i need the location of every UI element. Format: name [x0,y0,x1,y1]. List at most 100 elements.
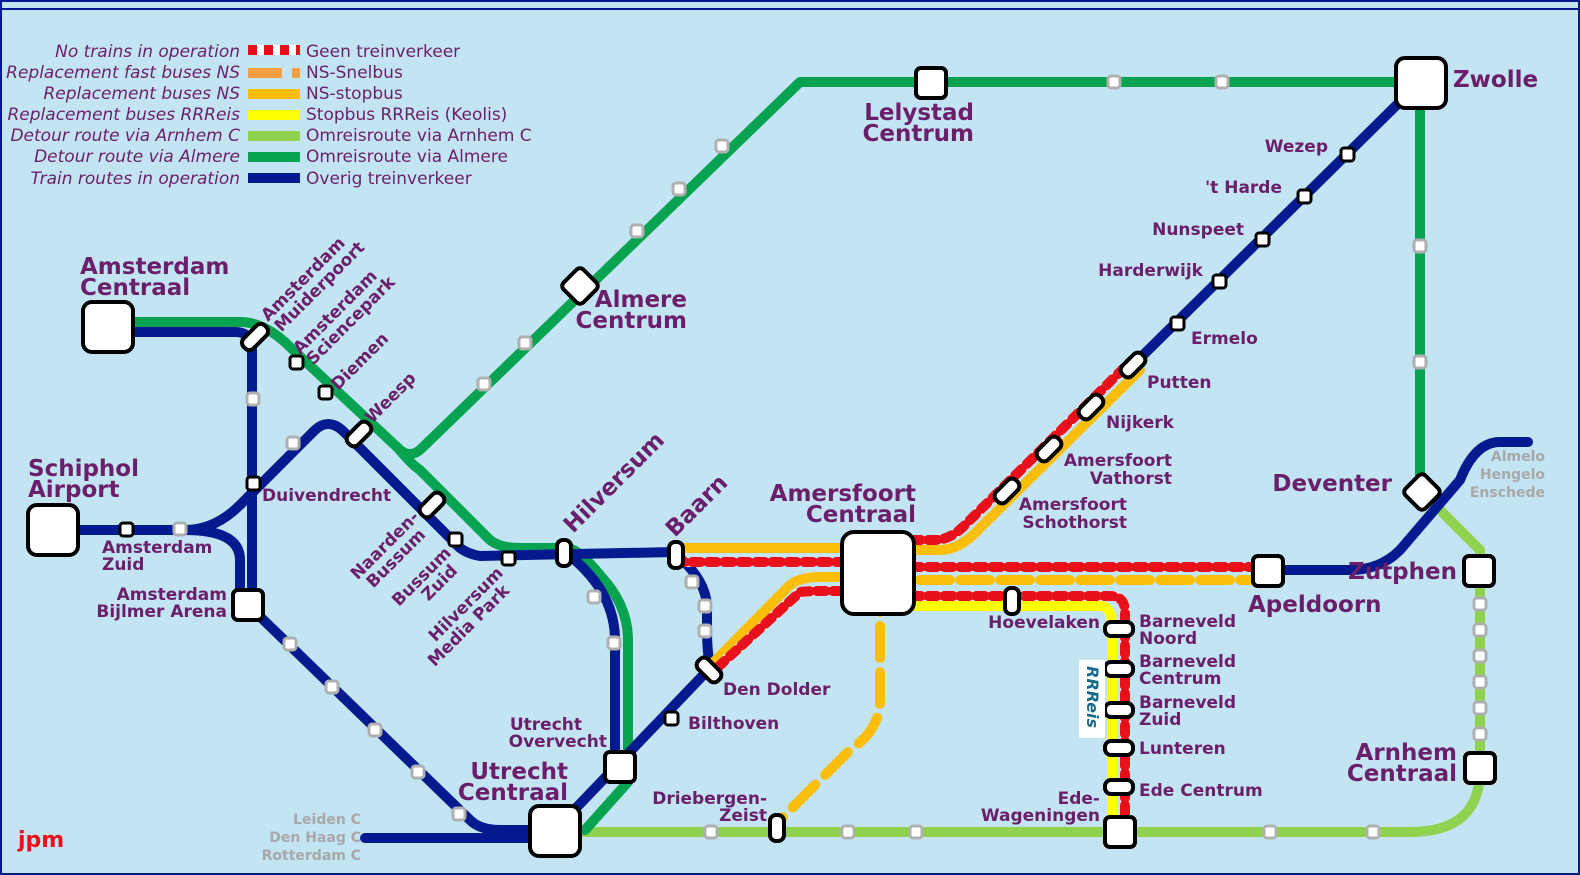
label-baarn: Baarn [661,470,733,542]
dest-enschede: Enschede [1470,485,1545,501]
legend: No trains in operation Replacement fast … [6,42,532,189]
dest-leiden: Leiden C [293,812,361,828]
label-baarn-group: Baarn [661,470,733,542]
station-bilthoven[interactable] [663,710,680,727]
station-arnhem-c[interactable] [1463,751,1497,785]
station-driebergen[interactable] [768,813,786,843]
label-duivendrecht: Duivendrecht [262,486,391,506]
label-zutphen: Zutphen [1348,559,1457,585]
label-schiphol-2: Airport [28,477,120,503]
station-ermelo[interactable] [1169,315,1186,332]
label-utrecht-c-1: Utrecht [470,759,568,785]
label-amf-vathorst-1: Amersfoort [1064,451,1172,471]
station-barneveld-noord[interactable] [1103,620,1135,638]
station-hoevelaken[interactable] [1003,586,1021,616]
station-hilversum-media-park[interactable] [500,550,517,567]
label-barneveld-noord-1: Barneveld [1139,612,1236,632]
station-t-harde[interactable] [1296,188,1313,205]
legend-en-6: Train routes in operation [31,169,240,189]
rrreis-logo-text: RRReis [1083,666,1102,728]
station-lelystad[interactable] [914,66,948,100]
station-amf-schothorst[interactable] [992,476,1022,506]
label-apeldoorn: Apeldoorn [1248,592,1382,618]
station-schiphol[interactable] [26,503,80,557]
label-barneveld-zuid-1: Barneveld [1139,693,1236,713]
label-utrecht-overvecht-1: Utrecht [510,715,582,735]
label-arnhem-c-1: Arnhem [1356,740,1457,766]
station-naarden-bussum[interactable] [417,490,447,520]
station-amf-vathorst[interactable] [1034,434,1064,464]
label-nunspeet: Nunspeet [1152,220,1244,240]
label-ede-wageningen-2: Wageningen [981,806,1100,826]
station-nijkerk[interactable] [1076,392,1106,422]
station-apeldoorn[interactable] [1251,554,1285,588]
station-putten[interactable] [1118,350,1148,380]
label-schiphol-1: Schiphol [28,456,139,482]
legend-en-2: Replacement buses NS [43,84,240,104]
station-harderwijk[interactable] [1211,273,1228,290]
station-barneveld-zuid[interactable] [1103,701,1135,719]
label-nijkerk: Nijkerk [1106,413,1175,433]
station-sciencepark[interactable] [288,354,305,371]
label-arnhem-c-2: Centraal [1347,761,1457,787]
label-driebergen-1: Driebergen- [652,789,767,809]
legend-nl-2: NS-stopbus [306,84,403,104]
station-wezep[interactable] [1339,146,1356,163]
label-bijlmer-1: Amsterdam [117,585,227,605]
station-duivendrecht[interactable] [245,475,262,492]
station-almere[interactable] [560,266,600,306]
station-muiderpoort[interactable] [239,321,271,353]
label-amsterdam-c-1: Amsterdam [80,254,229,280]
station-markers [26,56,1497,858]
label-amf-schothorst-1: Amersfoort [1019,495,1127,515]
station-zutphen[interactable] [1462,554,1496,588]
label-amersfoort-c-2: Centraal [806,502,916,528]
station-utrecht-overvecht[interactable] [603,750,637,784]
station-ede-centrum[interactable] [1103,778,1135,796]
station-amsterdam-c[interactable] [81,300,135,354]
label-zwolle: Zwolle [1453,67,1538,93]
no-trains-segments [671,357,1267,835]
dest-almelo: Almelo [1491,449,1546,465]
label-almere-2: Centrum [575,308,687,334]
station-deventer[interactable] [1402,472,1442,512]
label-wezep: Wezep [1265,137,1328,157]
station-nunspeet[interactable] [1254,231,1271,248]
legend-nl-4: Omreisroute via Arnhem C [306,126,532,146]
label-lunteren: Lunteren [1139,739,1226,759]
passing-stops [172,74,1488,840]
line-apeldoorn-east [1263,437,1533,575]
station-amersfoort-c[interactable] [840,530,916,616]
label-harderwijk: Harderwijk [1098,261,1204,281]
station-zwolle[interactable] [1394,56,1448,110]
label-barneveld-centrum-1: Barneveld [1139,652,1236,672]
station-ede-wageningen[interactable] [1103,815,1137,849]
label-t-harde: 't Harde [1205,178,1282,198]
station-amsterdam-zuid[interactable] [118,521,135,538]
station-utrecht-c[interactable] [528,804,582,858]
legend-en-0: No trains in operation [55,42,240,62]
label-bilthoven: Bilthoven [688,714,779,734]
label-bijlmer-2: Bijlmer Arena [96,602,227,622]
station-barneveld-centrum[interactable] [1103,660,1135,678]
station-den-dolder[interactable] [694,655,724,685]
label-amf-schothorst-2: Schothorst [1022,513,1127,533]
station-baarn[interactable] [667,540,685,570]
dest-hengelo: Hengelo [1480,467,1545,483]
station-weesp[interactable] [344,419,374,449]
label-lelystad-2: Centrum [862,121,974,147]
station-lunteren[interactable] [1103,739,1135,757]
station-hilversum[interactable] [555,538,573,568]
label-weesp-group: Weesp [361,368,420,427]
station-diemen[interactable] [317,384,334,401]
line-schiphol-baarn [47,419,680,561]
legend-nl-3: Stopbus RRReis (Keolis) [306,105,507,125]
station-bussum-zuid[interactable] [447,531,464,548]
label-hilversum-group: Hilversum [559,427,670,538]
label-barneveld-noord-2: Noord [1139,629,1197,649]
station-bijlmer[interactable] [231,588,265,622]
label-putten: Putten [1147,373,1211,393]
legend-nl-6: Overig treinverkeer [306,169,472,189]
label-amsterdam-zuid-2: Zuid [102,555,144,575]
